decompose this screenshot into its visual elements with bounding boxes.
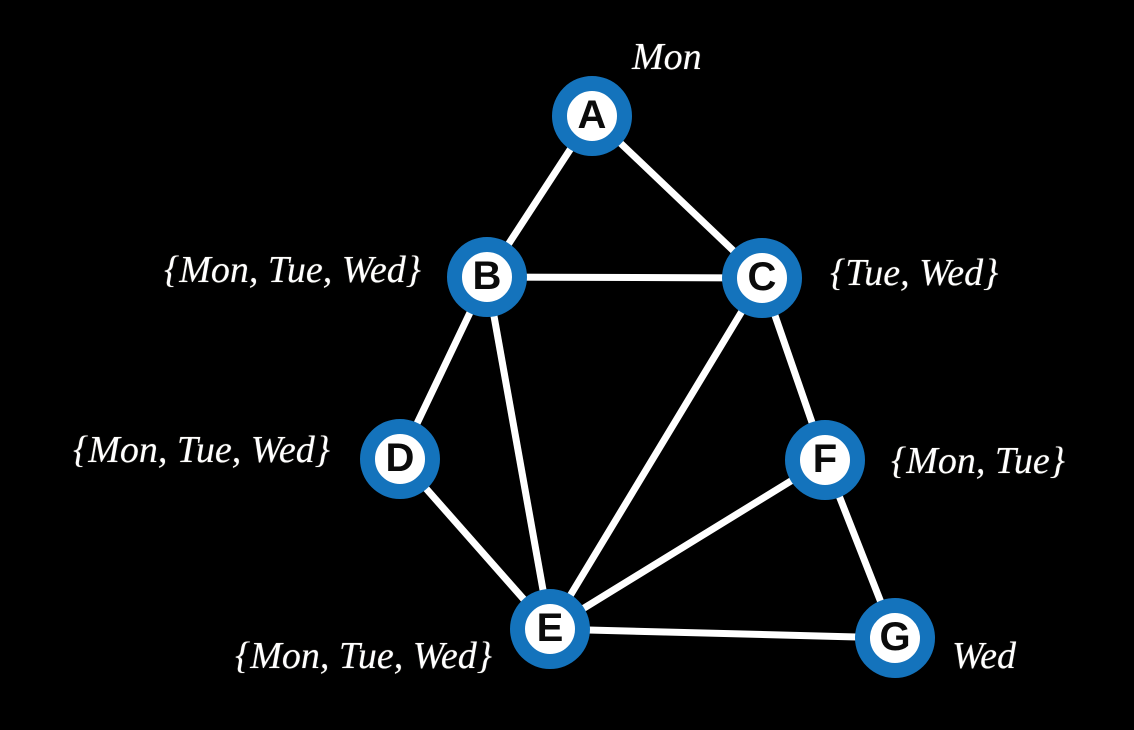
node-G-letter: G — [879, 615, 911, 659]
node-C-domain-label: {Tue, Wed} — [830, 252, 999, 294]
node-D-domain-label: {Mon, Tue, Wed} — [73, 429, 330, 471]
node-D: D — [360, 419, 440, 499]
node-C-letter: C — [747, 255, 777, 299]
node-A-domain-label: Mon — [632, 36, 702, 78]
edge-E-F — [548, 457, 827, 632]
node-A: A — [552, 76, 632, 156]
node-A-letter: A — [577, 93, 607, 137]
node-B: B — [447, 237, 527, 317]
node-E-letter: E — [536, 606, 564, 650]
node-E-domain-label: {Mon, Tue, Wed} — [235, 635, 492, 677]
edge-B-E — [483, 276, 554, 630]
edge-B-C — [486, 273, 763, 282]
node-C: C — [722, 238, 802, 318]
node-F-domain-label: {Mon, Tue} — [891, 440, 1065, 482]
node-F: F — [785, 420, 865, 500]
node-G-domain-label: Wed — [952, 635, 1017, 677]
node-G: G — [855, 598, 935, 678]
edge-C-E — [547, 276, 765, 631]
node-F-letter: F — [812, 437, 838, 481]
node-E: E — [510, 589, 590, 669]
node-D-letter: D — [385, 436, 415, 480]
edge-E-G — [549, 625, 896, 642]
node-B-letter: B — [472, 254, 502, 298]
node-B-domain-label: {Mon, Tue, Wed} — [164, 249, 421, 291]
